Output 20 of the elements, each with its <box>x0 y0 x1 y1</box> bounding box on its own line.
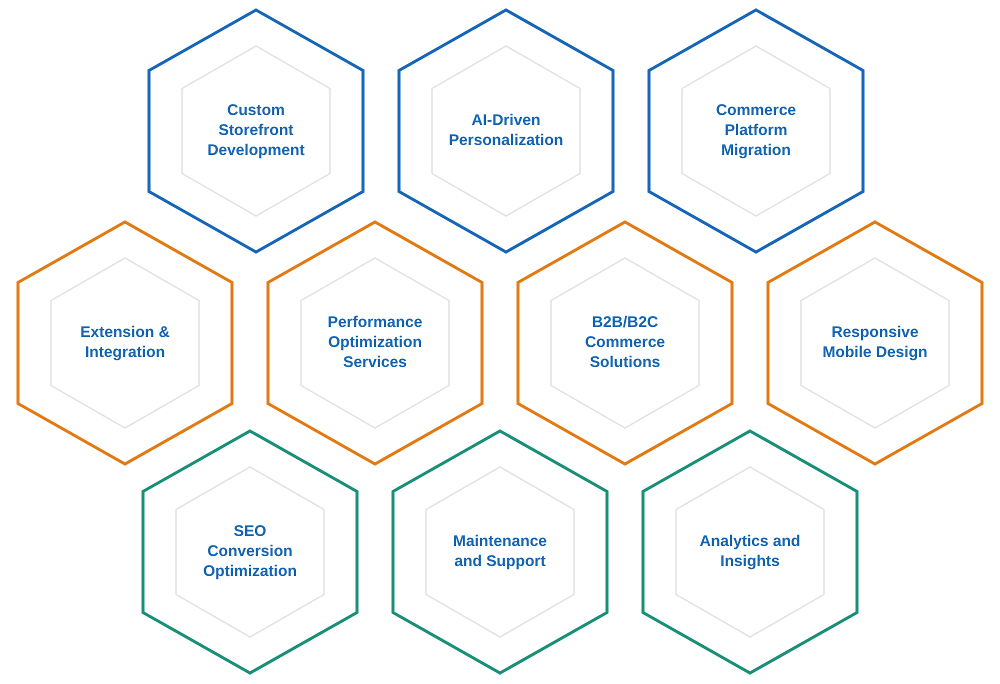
service-label: AI-Driven Personalization <box>448 111 564 151</box>
service-label: Extension & Integration <box>79 323 171 363</box>
hexagon-tile <box>16 220 234 466</box>
service-label: Commerce Platform Migration <box>714 101 798 161</box>
service-label: Maintenance and Support <box>452 532 548 572</box>
service-label: Analytics and Insights <box>698 532 802 572</box>
hexagon-tile <box>147 8 365 254</box>
service-label: Custom Storefront Development <box>206 101 306 161</box>
hexagon-tile <box>516 220 734 466</box>
hexagon-tile <box>397 8 615 254</box>
hexagon-tile <box>391 429 609 675</box>
hexagon-tile <box>647 8 865 254</box>
service-label: SEO Conversion Optimization <box>202 522 298 582</box>
service-label: B2B/B2C Commerce Solutions <box>584 313 666 373</box>
service-label: Performance Optimization Services <box>326 313 424 373</box>
service-label: Responsive Mobile Design <box>821 323 929 363</box>
hexagon-tile <box>641 429 859 675</box>
hexagon-tile <box>766 220 984 466</box>
hexagon-tile <box>266 220 484 466</box>
hexagon-tile <box>141 429 359 675</box>
